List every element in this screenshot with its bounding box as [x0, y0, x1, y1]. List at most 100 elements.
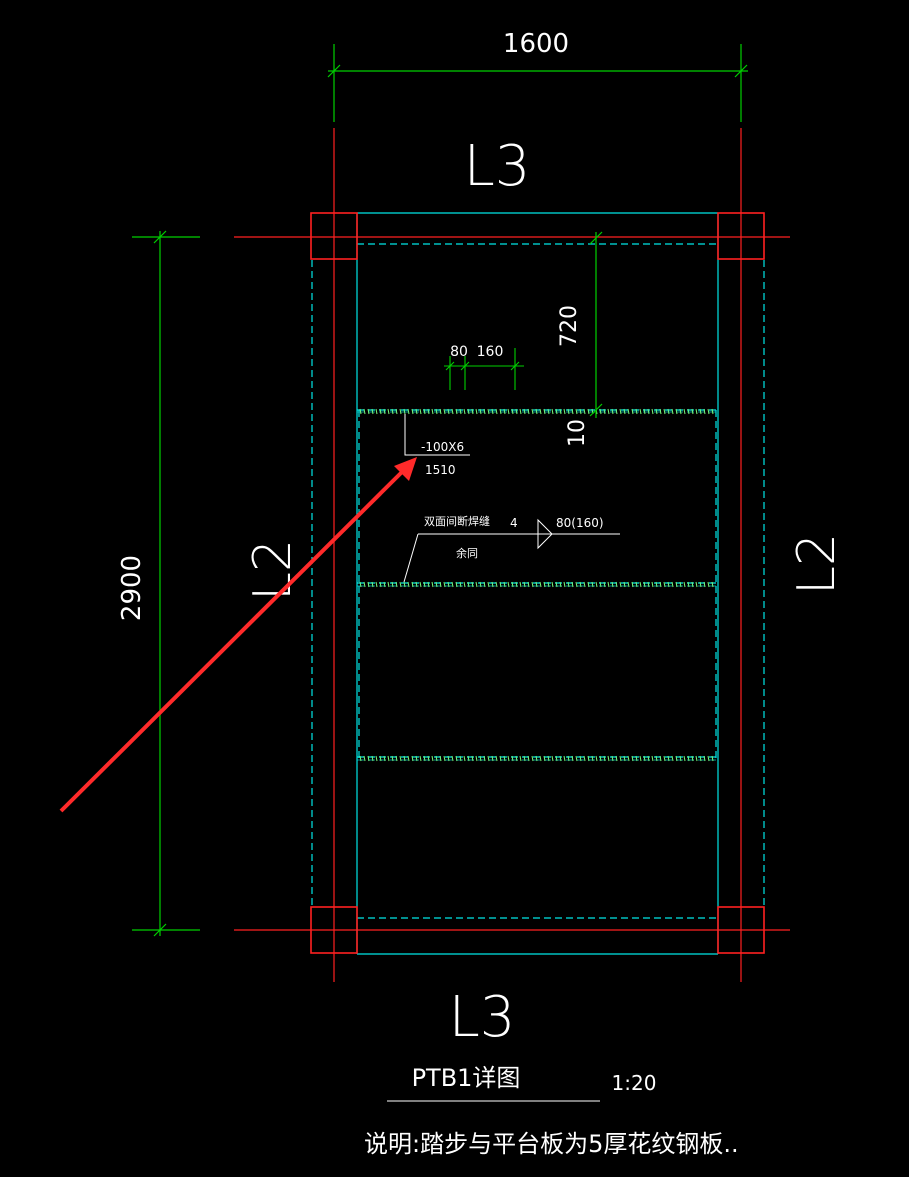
weld-tick [695, 408, 698, 415]
weld-tick [439, 755, 442, 762]
weld-tick [415, 755, 418, 762]
weld-tick [491, 408, 494, 415]
weld-tick [639, 755, 642, 762]
weld-tick [451, 581, 454, 588]
weld-tick [583, 581, 586, 588]
weld-tick [647, 581, 650, 588]
weld-tick [687, 581, 690, 588]
weld-tick [443, 755, 446, 762]
weld-tick [471, 755, 474, 762]
column-top-left [310, 212, 358, 260]
weld-tick [571, 408, 574, 415]
weld-size-text: 4 [510, 516, 518, 530]
weld-tick [463, 755, 466, 762]
weld-tick [547, 755, 550, 762]
weld-tick [363, 581, 366, 588]
weld-tick [379, 755, 382, 762]
weld-tick [603, 408, 606, 415]
weld-tick [707, 755, 710, 762]
weld-tick [503, 581, 506, 588]
weld-tick [359, 408, 362, 415]
weld-tick [563, 581, 566, 588]
weld-tick [387, 755, 390, 762]
weld-tick [431, 755, 434, 762]
weld-tick [631, 408, 634, 415]
weld-tick [491, 755, 494, 762]
weld-tick [579, 581, 582, 588]
weld-tick [623, 755, 626, 762]
beam-label-top: L3 [464, 134, 531, 199]
weld-tick [427, 408, 430, 415]
weld-tick [483, 581, 486, 588]
weld-tick [699, 755, 702, 762]
weld-tick [495, 755, 498, 762]
weld-tick [687, 408, 690, 415]
weld-tick [551, 581, 554, 588]
weld-tick [423, 581, 426, 588]
beam-label-right: L2 [787, 533, 847, 595]
weld-marks [359, 408, 714, 762]
weld-tick [399, 581, 402, 588]
weld-tick [535, 581, 538, 588]
weld-tick [619, 408, 622, 415]
weld-tick [575, 581, 578, 588]
drawing-note: 说明:踏步与平台板为5厚花纹钢板.. [364, 1130, 739, 1158]
weld-tick [407, 408, 410, 415]
weld-tick [375, 755, 378, 762]
weld-tick [391, 755, 394, 762]
weld-tick [651, 408, 654, 415]
weld-tick [387, 581, 390, 588]
weld-symbol [403, 518, 620, 583]
weld-tick [419, 408, 422, 415]
weld-tick [515, 581, 518, 588]
weld-tick [583, 408, 586, 415]
column-bottom-right [717, 906, 765, 954]
weld-tick [363, 408, 366, 415]
weld-tick [527, 755, 530, 762]
weld-tick [599, 408, 602, 415]
weld-tick [655, 408, 658, 415]
weld-tick [663, 408, 666, 415]
weld-tick [507, 408, 510, 415]
weld-tick [579, 408, 582, 415]
weld-tick [595, 755, 598, 762]
weld-tick [623, 581, 626, 588]
weld-tick [483, 755, 486, 762]
weld-tick [403, 408, 406, 415]
dimension-10-label: 10 [565, 419, 590, 447]
weld-tick [499, 408, 502, 415]
weld-tick [395, 408, 398, 415]
weld-tick [411, 581, 414, 588]
weld-tick [527, 581, 530, 588]
weld-type-text: 双面间断焊缝 [424, 514, 490, 528]
weld-tick [671, 408, 674, 415]
weld-tick [575, 408, 578, 415]
weld-tick [475, 755, 478, 762]
weld-tick [395, 755, 398, 762]
weld-tick [379, 581, 382, 588]
weld-tick [603, 581, 606, 588]
weld-tick [403, 755, 406, 762]
weld-tick [431, 581, 434, 588]
weld-tick [651, 581, 654, 588]
weld-tick [707, 408, 710, 415]
weld-tick [403, 581, 406, 588]
weld-tick [647, 408, 650, 415]
weld-tick [435, 408, 438, 415]
weld-tick [447, 581, 450, 588]
weld-tick [375, 581, 378, 588]
weld-tick [671, 581, 674, 588]
weld-tick [411, 755, 414, 762]
weld-tick [587, 581, 590, 588]
weld-tick [503, 408, 506, 415]
weld-tick [683, 408, 686, 415]
weld-tick [475, 581, 478, 588]
weld-tick [619, 755, 622, 762]
dimension-720 [589, 231, 603, 418]
weld-spacing-text: 80(160) [556, 516, 604, 530]
weld-tick [599, 755, 602, 762]
weld-tick [583, 755, 586, 762]
weld-tick [591, 755, 594, 762]
weld-tick [603, 755, 606, 762]
weld-tick [451, 408, 454, 415]
